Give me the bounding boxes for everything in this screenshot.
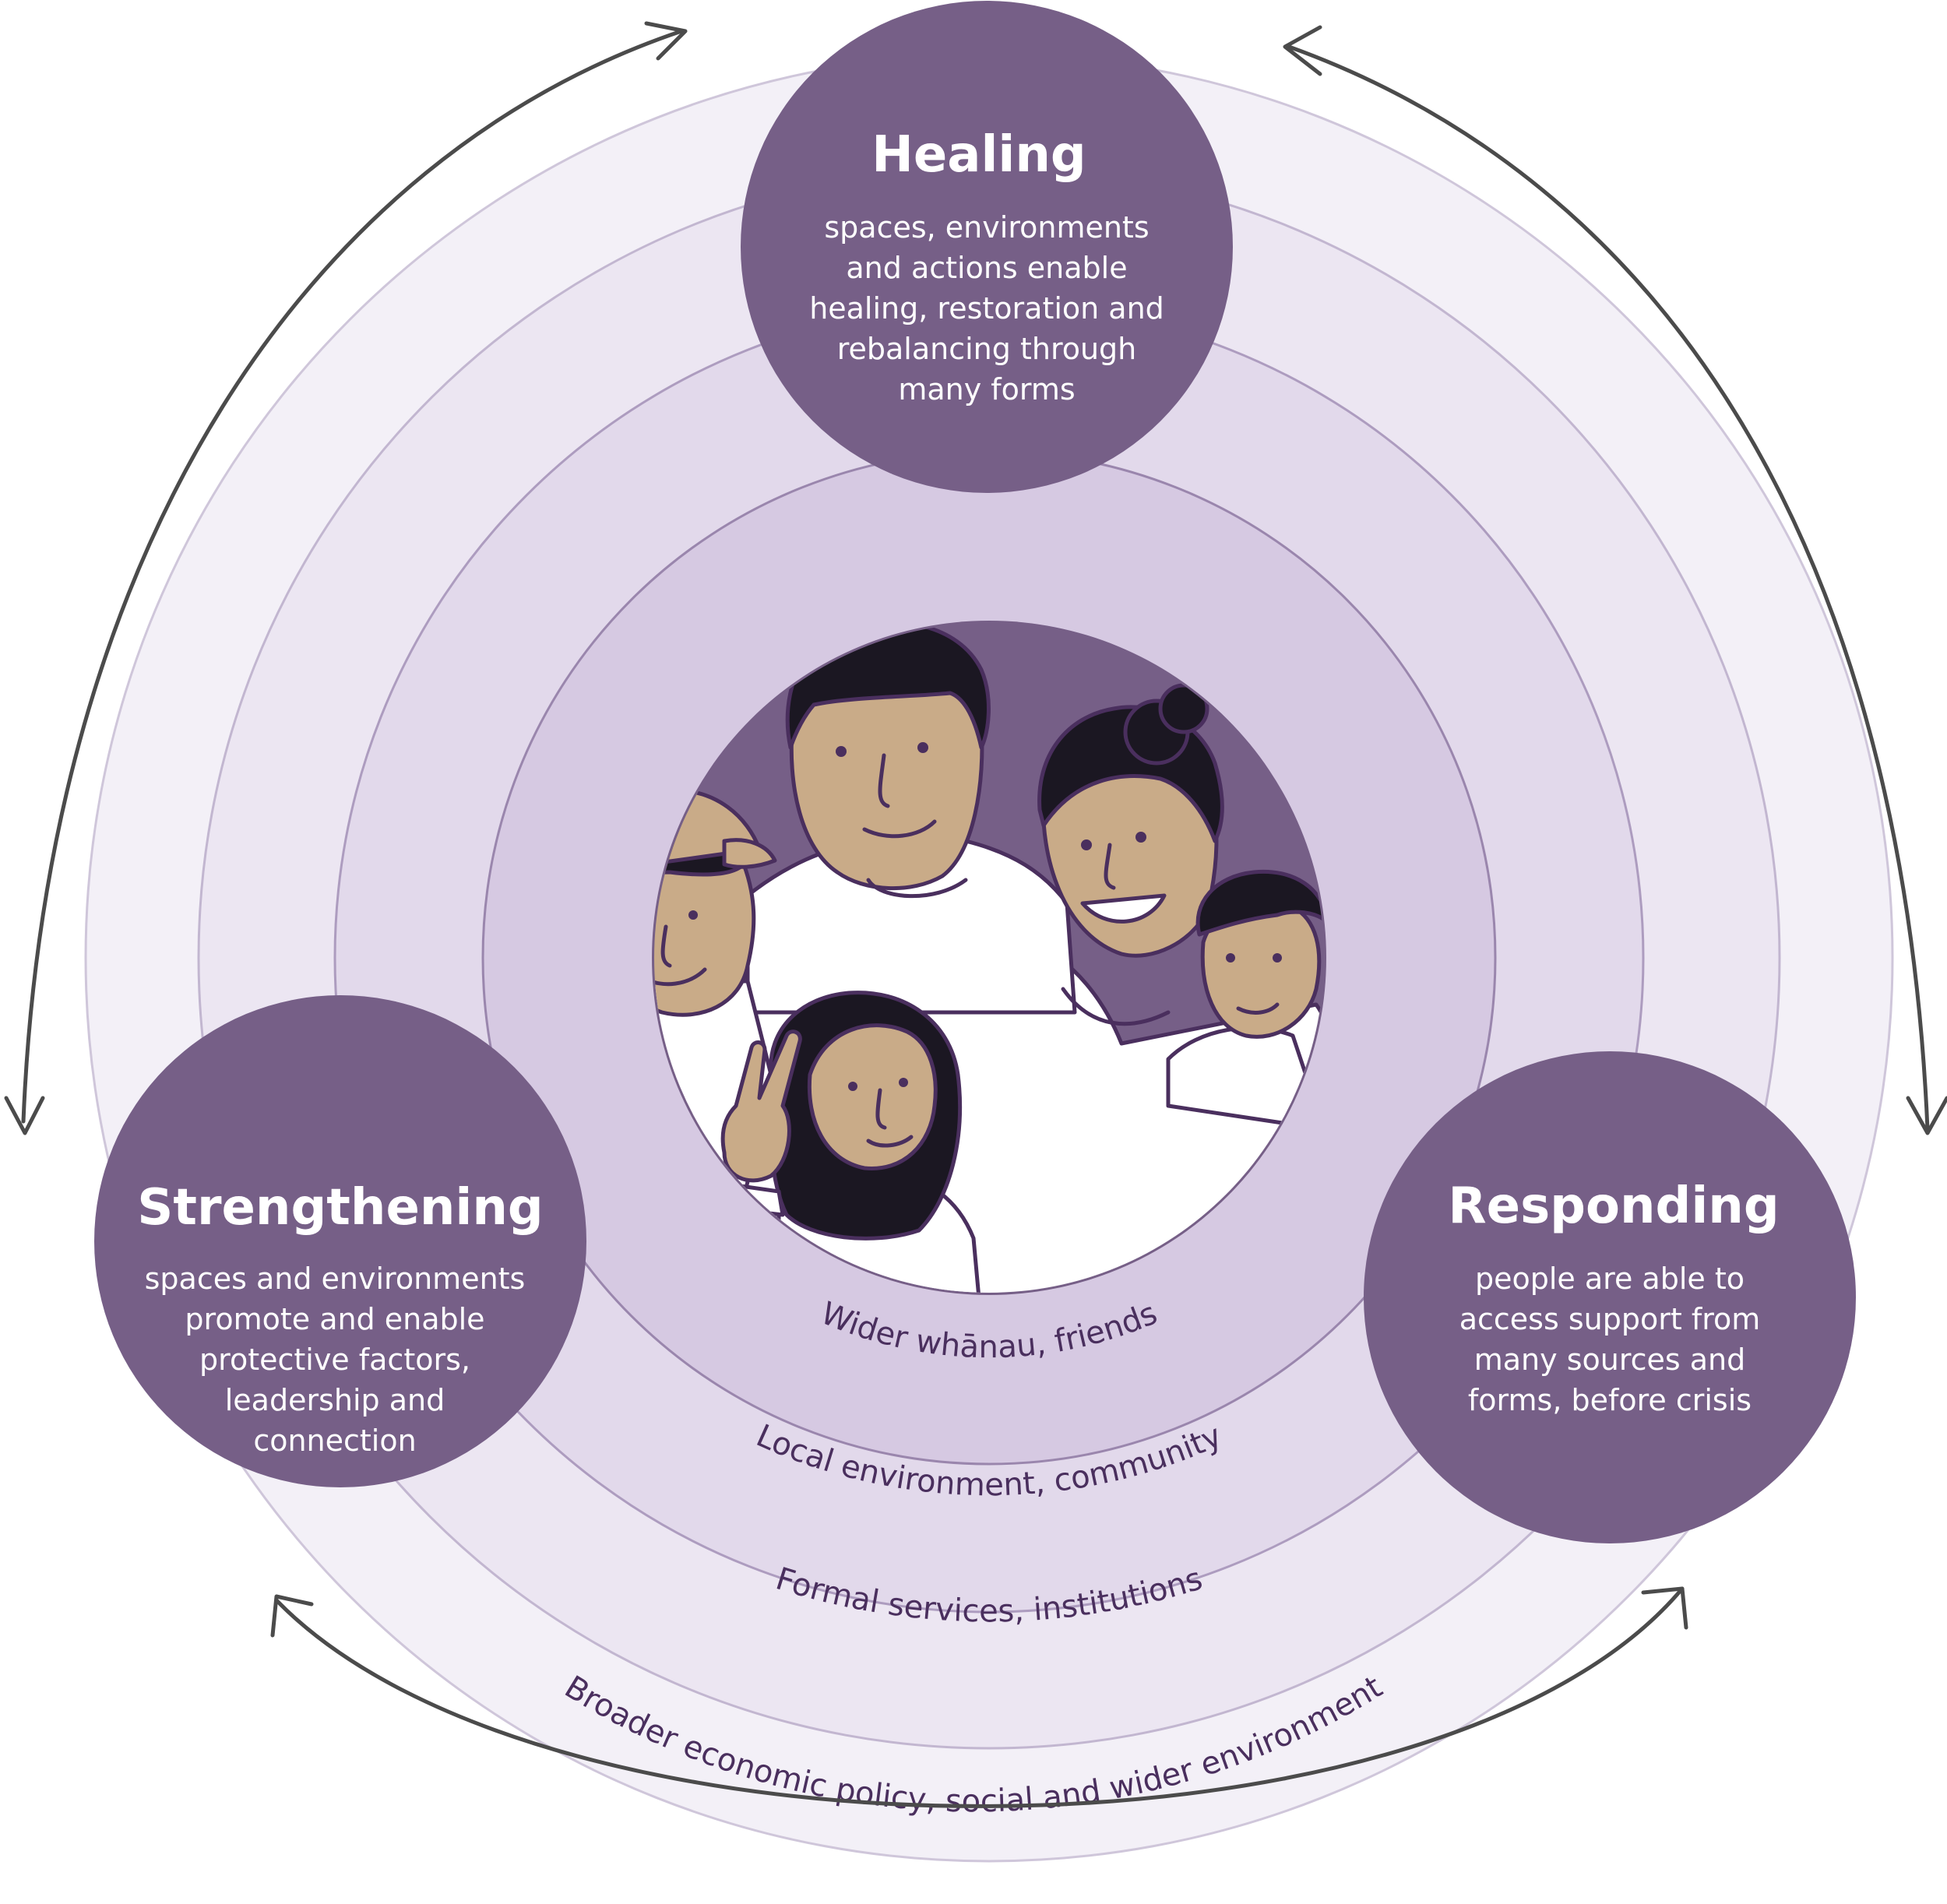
node-strengthening-line: connection — [253, 1424, 416, 1458]
node-strengthening-title: Strengthening — [137, 1179, 543, 1237]
node-strengthening-line: leadership and — [225, 1383, 445, 1417]
node-responding-line: many sources and — [1474, 1343, 1746, 1377]
cycle-arrows — [4, 21, 1947, 1808]
arrow-bottom-right-head-icon — [1641, 1586, 1688, 1630]
arrow-top-right-icon — [1287, 44, 1930, 1131]
node-strengthening-line: promote and enable — [185, 1302, 484, 1336]
node-healing-line: and actions enable — [846, 251, 1127, 285]
node-strengthening: Strengthening spaces and environments pr… — [94, 995, 586, 1487]
node-responding-line: access support from — [1459, 1302, 1761, 1336]
node-healing-line: many forms — [898, 372, 1075, 406]
arrow-left-down-head-icon — [4, 1096, 45, 1135]
node-strengthening-line: protective factors, — [199, 1343, 470, 1377]
node-healing-line: rebalancing through — [837, 332, 1137, 366]
node-healing-line: spaces, environments — [824, 210, 1149, 245]
arrow-right-down-head-icon — [1906, 1096, 1947, 1135]
node-strengthening-line: spaces and environments — [145, 1262, 526, 1296]
arrow-bottom-icon — [274, 1586, 1685, 1808]
node-responding-line: people are able to — [1475, 1262, 1745, 1296]
node-responding: Responding people are able to access sup… — [1364, 1051, 1856, 1543]
node-healing-line: healing, restoration and — [809, 291, 1164, 326]
arrow-top-left-icon — [21, 29, 684, 1124]
node-healing: Healing spaces, environments and actions… — [741, 1, 1233, 493]
arrow-top-right-head-icon — [1283, 25, 1322, 76]
arrow-top-left-head-icon — [644, 21, 688, 61]
arrow-bottom-left-head-icon — [270, 1594, 314, 1638]
node-healing-title: Healing — [871, 126, 1086, 184]
node-responding-title: Responding — [1448, 1177, 1779, 1235]
node-responding-line: forms, before crisis — [1468, 1383, 1752, 1417]
